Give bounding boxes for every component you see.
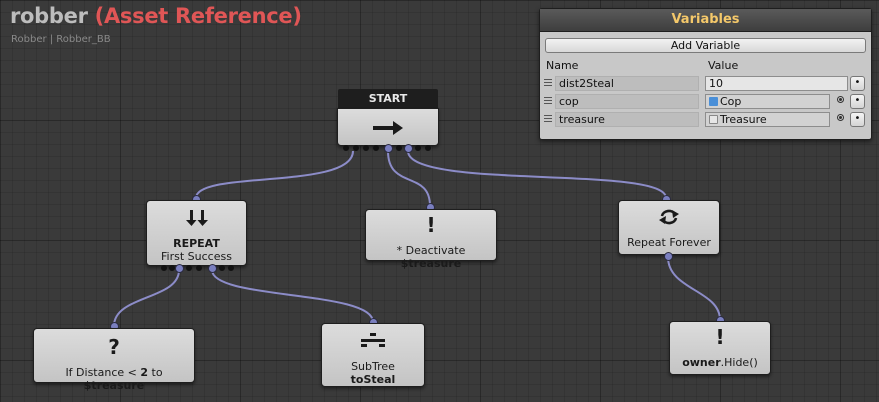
- asset-reference-tag: (Asset Reference): [94, 4, 302, 28]
- hide-node[interactable]: ! owner.Hide(): [669, 321, 771, 375]
- loop-arrows-icon: [659, 209, 679, 225]
- variable-row: dist2Steal 10 •: [540, 75, 873, 92]
- drag-handle-icon[interactable]: [544, 79, 552, 80]
- column-name-header: Name: [546, 59, 579, 72]
- variable-value-field[interactable]: 10: [705, 76, 848, 91]
- subtree-icon: [361, 333, 385, 347]
- exclamation-icon: !: [715, 325, 725, 349]
- variable-value: Treasure: [720, 113, 767, 126]
- variable-name-field[interactable]: dist2Steal: [555, 76, 699, 91]
- wire-start-to-deactivate: [387, 150, 431, 207]
- subtree-label: SubTree: [351, 360, 395, 373]
- grey-cube-icon: [709, 115, 718, 124]
- condition-node[interactable]: ? If Distance < 2 to $treasure: [33, 328, 195, 392]
- graph-subtitle: Robber | Robber_BB: [11, 34, 111, 45]
- variable-name-field[interactable]: treasure: [555, 112, 699, 127]
- graph-title: robber (Asset Reference): [10, 4, 302, 28]
- question-icon: ?: [108, 335, 120, 359]
- start-label: START: [338, 89, 438, 108]
- variable-name-field[interactable]: cop: [555, 94, 699, 109]
- add-variable-button[interactable]: Add Variable: [545, 38, 866, 53]
- variable-options-button[interactable]: •: [850, 94, 865, 109]
- variables-title: Variables: [540, 9, 871, 32]
- repeat-forever-label: Repeat Forever: [627, 236, 711, 249]
- repeat-forever-node[interactable]: Repeat Forever: [618, 200, 720, 255]
- variable-options-button[interactable]: •: [850, 112, 865, 127]
- variables-panel: Variables Add Variable Name Value dist2S…: [539, 8, 872, 140]
- condition-label: If Distance < 2 to $treasure: [65, 366, 163, 392]
- repeat-title: REPEAT: [173, 237, 220, 250]
- double-arrow-down-icon: [185, 210, 208, 226]
- repeat-node[interactable]: REPEAT First Success: [146, 200, 247, 266]
- subtree-name: toSteal: [350, 373, 396, 386]
- wire-start-to-repeat-forever: [407, 150, 667, 199]
- blue-cube-icon: [709, 97, 718, 106]
- variable-object-field[interactable]: Cop: [705, 94, 830, 109]
- hide-label: owner.Hide(): [682, 356, 758, 369]
- variable-object-field[interactable]: Treasure: [705, 112, 830, 127]
- repeat-subtitle: First Success: [161, 250, 232, 263]
- exclamation-icon: !: [426, 213, 436, 237]
- repeat-forever-output-port[interactable]: [664, 252, 673, 261]
- wire-repeat-to-subtree: [211, 269, 374, 323]
- variable-options-button[interactable]: •: [850, 76, 865, 91]
- subtree-node[interactable]: SubTree toSteal: [321, 323, 425, 387]
- drag-handle-icon[interactable]: [544, 97, 552, 98]
- column-value-header: Value: [708, 59, 739, 72]
- object-picker-icon[interactable]: [837, 96, 844, 103]
- wire-forever-to-hide: [667, 256, 721, 321]
- drag-handle-icon[interactable]: [544, 115, 552, 116]
- variable-row: cop Cop •: [540, 93, 873, 110]
- arrow-right-icon: [373, 121, 403, 135]
- variable-value: Cop: [720, 95, 742, 108]
- object-picker-icon[interactable]: [837, 114, 844, 121]
- deactivate-label: * Deactivate $treasure: [396, 244, 466, 270]
- variable-row: treasure Treasure •: [540, 111, 873, 128]
- wire-repeat-to-condition: [113, 269, 180, 327]
- deactivate-node[interactable]: ! * Deactivate $treasure: [365, 209, 497, 270]
- start-node[interactable]: [337, 108, 439, 146]
- wire-start-to-repeat: [195, 150, 354, 199]
